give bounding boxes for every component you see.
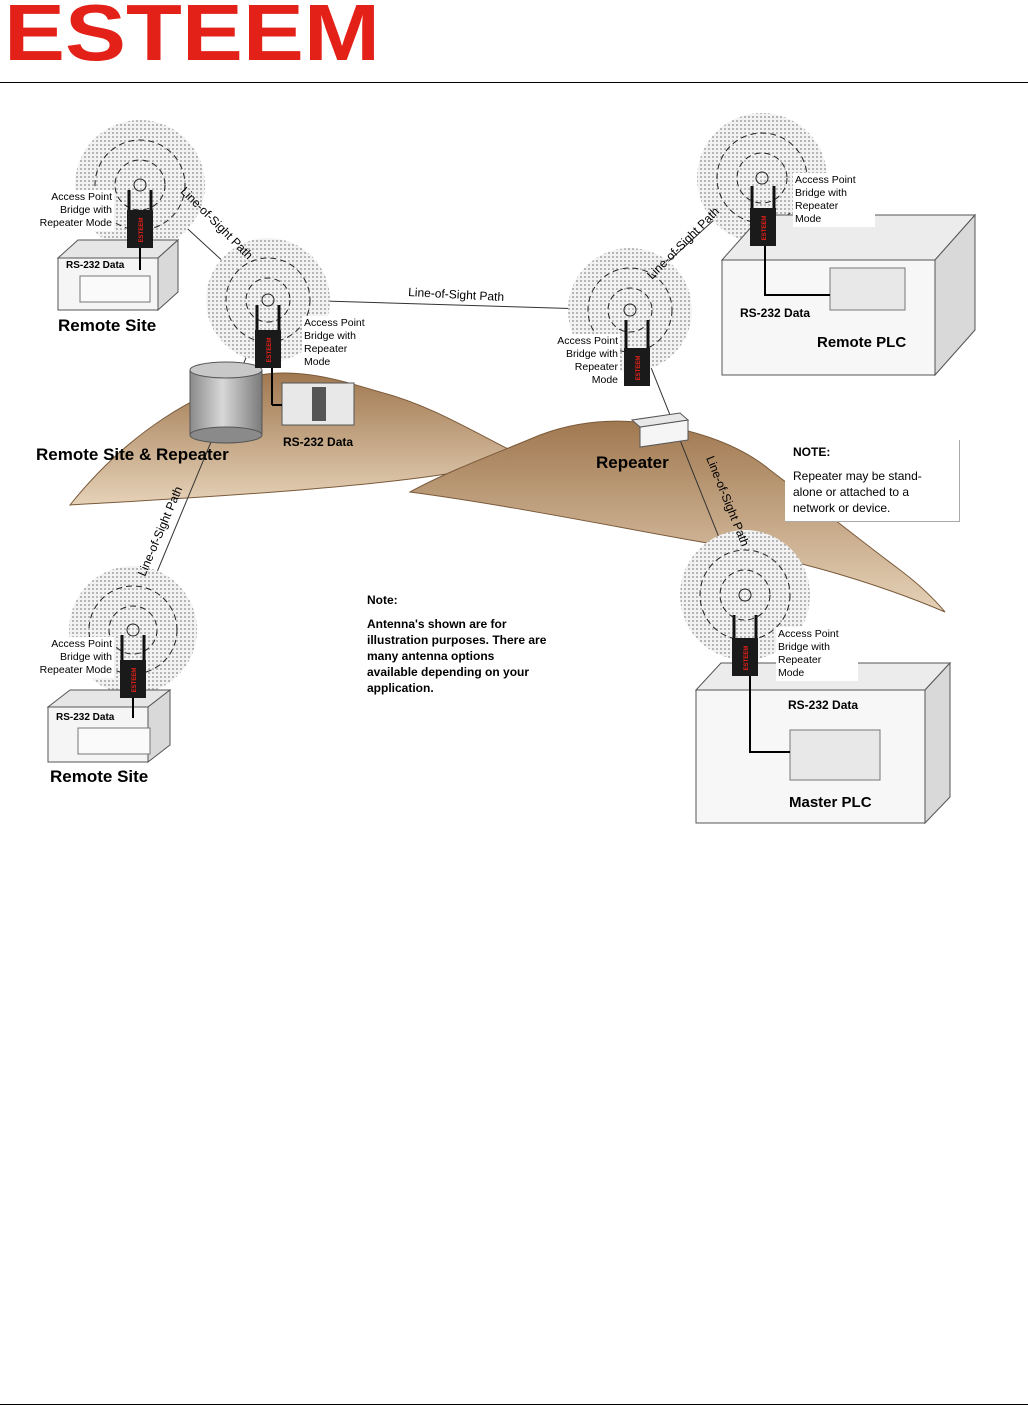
- site-title-master-plc: Master PLC: [789, 794, 872, 811]
- esteem-logo: ESTEEM: [4, 0, 380, 66]
- rs232-label-remote-plc: RS-232 Data: [740, 306, 811, 320]
- site-box-remote-bottom: [46, 688, 172, 764]
- ap-label-remote-repeater: Access Point Bridge with Repeater Mode: [302, 316, 378, 370]
- radio-repeater: ESTEEM: [624, 320, 650, 386]
- rs232-label-master-plc: RS-232 Data: [788, 698, 859, 712]
- diagram-canvas: ESTEEM ESTEEM ESTEEM ESTEEM ESTEEM: [46, 113, 977, 825]
- site-box-master-plc: [694, 661, 952, 825]
- page-header: ESTEEM: [0, 0, 1028, 84]
- svg-text:ESTEEM: ESTEEM: [744, 646, 750, 671]
- ap-label-master-plc: Access Point Bridge with Repeater Mode: [776, 627, 858, 681]
- site-box-remote-plc: [720, 213, 977, 377]
- svg-text:ESTEEM: ESTEEM: [636, 356, 642, 381]
- network-diagram: ESTEEM ESTEEM ESTEEM ESTEEM ESTEEM: [0, 100, 1028, 840]
- svg-text:ESTEEM: ESTEEM: [139, 218, 145, 243]
- rs232-label-remote-repeater: RS-232 Data: [283, 435, 354, 449]
- radio-remote-plc: ESTEEM: [750, 186, 776, 246]
- site-title-remote-bottom: Remote Site: [50, 767, 149, 786]
- hill-right: [408, 420, 946, 613]
- svg-text:ESTEEM: ESTEEM: [267, 338, 273, 363]
- logo-text: ESTEEM: [4, 0, 380, 66]
- radio-master-plc: ESTEEM: [732, 615, 758, 676]
- radio-remote-bottom: ESTEEM: [120, 635, 146, 698]
- water-tank: [189, 361, 263, 444]
- svg-text:ESTEEM: ESTEEM: [132, 668, 138, 693]
- los-label-top-right: Line-of-Sight Path: [644, 204, 722, 282]
- los-label-mid: Line-of-Sight Path: [408, 285, 505, 304]
- cable-remote-plc: [764, 245, 830, 296]
- header-rule: [0, 82, 1028, 83]
- ap-label-remote-plc: Access Point Bridge with Repeater Mode: [793, 173, 875, 227]
- antenna-note-body: Antenna's shown are for illustration pur…: [367, 617, 547, 695]
- svg-text:ESTEEM: ESTEEM: [762, 216, 768, 241]
- repeater-note: NOTE: Repeater may be stand-alone or att…: [785, 440, 960, 522]
- radio-remote-top: ESTEEM: [127, 190, 153, 248]
- plc-remote-repeater: [271, 360, 355, 426]
- radio-remote-repeater: ESTEEM: [255, 305, 281, 368]
- antenna-note-title: Note:: [367, 593, 398, 607]
- repeater-note-body: Repeater may be stand-alone or attached …: [793, 469, 922, 515]
- ap-label-repeater: Access Point Bridge with Repeater Mode: [540, 334, 620, 388]
- site-title-remote-top: Remote Site: [58, 316, 157, 335]
- repeater-note-title: NOTE:: [793, 445, 831, 459]
- site-title-remote-plc: Remote PLC: [817, 334, 907, 351]
- ap-label-remote-bottom: Access Point Bridge with Repeater Mode: [26, 637, 114, 678]
- site-title-repeater: Repeater: [596, 453, 669, 472]
- rs232-label-remote-bottom: RS-232 Data: [56, 712, 115, 723]
- repeater-enclosure: [630, 412, 690, 448]
- site-title-remote-repeater: Remote Site & Repeater: [36, 445, 229, 464]
- antenna-note: Note: Antenna's shown are for illustrati…: [367, 592, 547, 696]
- site-box-remote-top: [56, 238, 180, 312]
- los-line-mid: [289, 299, 621, 311]
- cable-master-plc: [749, 665, 790, 753]
- ap-label-remote-top: Access Point Bridge with Repeater Mode: [26, 190, 114, 231]
- rs232-label-remote-top: RS-232 Data: [66, 260, 125, 271]
